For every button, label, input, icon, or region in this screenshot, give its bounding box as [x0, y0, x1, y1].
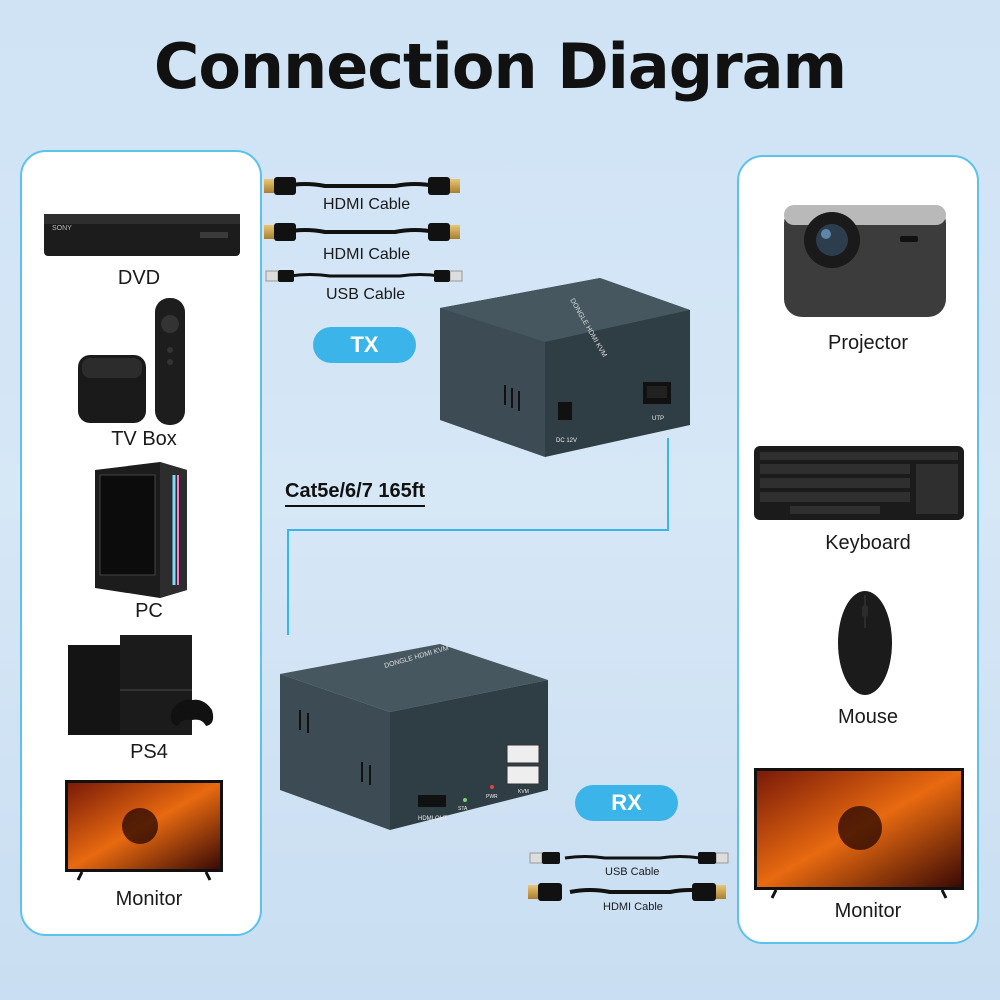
- device-label-dvd: DVD: [20, 267, 258, 290]
- tx-utp-port-label: UTP: [652, 416, 664, 422]
- tx-dc-port-label: DC 12V: [556, 438, 577, 444]
- monitor-left-icon: [65, 780, 223, 880]
- tx-cable-label-usb: USB Cable: [326, 286, 405, 304]
- rx-kvm-label: KVM: [518, 789, 529, 795]
- tx-badge: TX: [313, 327, 416, 363]
- tx-cable-label-hdmi-1: HDMI Cable: [323, 196, 410, 214]
- rx-extender-unit: HDMI OUT STA PWR KVM DONGLE HDMI KVM: [280, 644, 548, 830]
- tx-cable-label-hdmi-2: HDMI Cable: [323, 246, 410, 264]
- device-label-keyboard: Keyboard: [737, 532, 999, 555]
- rx-badge: RX: [575, 785, 678, 821]
- dvd-brand-label: SONY: [52, 225, 72, 232]
- rx-sta-label: STA: [458, 806, 468, 812]
- mouse-icon: [838, 591, 892, 695]
- tx-extender-unit: DC 12V UTP DONGLE HDMI KVM: [440, 278, 690, 457]
- device-label-monitor-left: Monitor: [20, 888, 278, 911]
- usb-cable-tx-icon: [266, 270, 462, 282]
- device-label-monitor-right: Monitor: [737, 900, 999, 923]
- hdmi-cable-1-icon: [264, 177, 460, 195]
- rx-cable-label-usb: USB Cable: [605, 866, 659, 878]
- keyboard-icon: [754, 446, 964, 520]
- device-label-tv-box: TV Box: [20, 428, 268, 451]
- monitor-right-icon: [754, 768, 964, 898]
- dvd-player-icon: SONY: [44, 214, 240, 256]
- projector-icon: [784, 205, 946, 317]
- cat-cable-link-line: [288, 438, 668, 635]
- usb-cable-rx-icon: [530, 852, 728, 864]
- tv-box-icon: [78, 298, 185, 425]
- rx-pwr-label: PWR: [486, 794, 498, 800]
- hdmi-cable-2-icon: [264, 223, 460, 241]
- ps4-console-icon: [68, 635, 213, 735]
- device-label-ps4: PS4: [20, 741, 278, 764]
- device-label-projector: Projector: [737, 332, 999, 355]
- hdmi-cable-rx-icon: [528, 883, 726, 901]
- pc-tower-icon: [95, 462, 187, 598]
- rx-cable-label-hdmi: HDMI Cable: [603, 901, 663, 913]
- device-label-pc: PC: [20, 600, 278, 623]
- cat-cable-label: Cat5e/6/7 165ft: [285, 480, 425, 507]
- device-label-mouse: Mouse: [737, 706, 999, 729]
- rx-hdmi-port-label: HDMI OUT: [418, 816, 448, 822]
